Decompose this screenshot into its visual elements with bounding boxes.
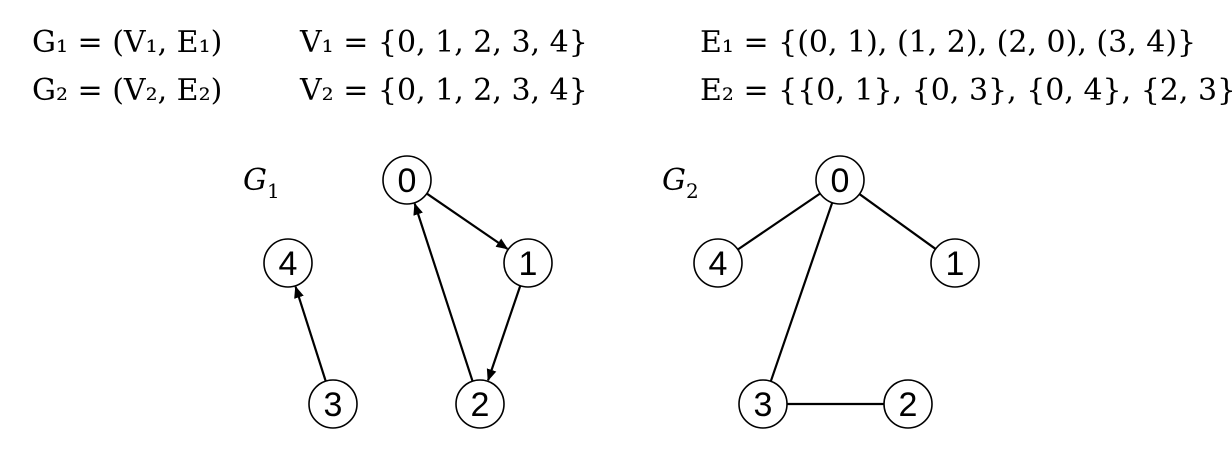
g1-edge-2-0 xyxy=(413,202,474,382)
v2-definition: V₂ = {0, 1, 2, 3, 4} xyxy=(299,73,588,108)
node-circle xyxy=(693,238,743,288)
node-label: 2 xyxy=(471,386,490,424)
node-label: 0 xyxy=(398,162,417,200)
graph-g1: 0 1 2 3 4 xyxy=(263,155,553,429)
e1-definition: E₁ = {(0, 1), (1, 2), (2, 0), (3, 4)} xyxy=(700,25,1196,60)
node-circle xyxy=(930,238,980,288)
v1-definition: V₁ = {0, 1, 2, 3, 4} xyxy=(299,25,588,60)
g1-edge-0-1 xyxy=(426,192,509,250)
node-label: 1 xyxy=(946,245,965,283)
graph-label-g2: G2 xyxy=(662,163,699,203)
node-label: 3 xyxy=(754,386,773,424)
g2-node-1: 1 xyxy=(930,238,980,288)
g1-node-0: 0 xyxy=(382,155,432,205)
node-label: 4 xyxy=(279,245,298,283)
node-circle xyxy=(503,238,553,288)
node-circle xyxy=(883,379,933,429)
graph-g2: 0 1 2 3 4 xyxy=(693,155,980,429)
graph-label-g1: G1 xyxy=(243,163,280,203)
node-label: 0 xyxy=(831,162,850,200)
g1-definition: G₁ = (V₁, E₁) xyxy=(32,25,222,60)
g1-node-4: 4 xyxy=(263,238,313,288)
g2-node-4: 4 xyxy=(693,238,743,288)
node-label: 4 xyxy=(709,245,728,283)
g2-node-3: 3 xyxy=(738,379,788,429)
node-label: 2 xyxy=(899,386,918,424)
g2-edge-0-3 xyxy=(769,202,834,382)
node-circle xyxy=(308,379,358,429)
g1-edge-1-2 xyxy=(486,285,522,382)
node-circle xyxy=(455,379,505,429)
g1-node-1: 1 xyxy=(503,238,553,288)
g2-definition: G₂ = (V₂, E₂) xyxy=(32,73,222,108)
node-circle xyxy=(382,155,432,205)
g2-edge-0-1 xyxy=(858,193,937,250)
node-label: 1 xyxy=(519,245,538,283)
g1-node-2: 2 xyxy=(455,379,505,429)
g2-edge-0-4 xyxy=(737,192,821,251)
g2-node-2: 2 xyxy=(883,379,933,429)
node-label: 3 xyxy=(324,386,343,424)
node-circle xyxy=(738,379,788,429)
g1-node-3: 3 xyxy=(308,379,358,429)
node-circle xyxy=(263,238,313,288)
e2-definition: E₂ = {{0, 1}, {0, 3}, {0, 4}, {2, 3}} xyxy=(700,73,1232,108)
node-circle xyxy=(815,155,865,205)
g1-edge-3-4 xyxy=(294,285,327,382)
g2-node-0: 0 xyxy=(815,155,865,205)
